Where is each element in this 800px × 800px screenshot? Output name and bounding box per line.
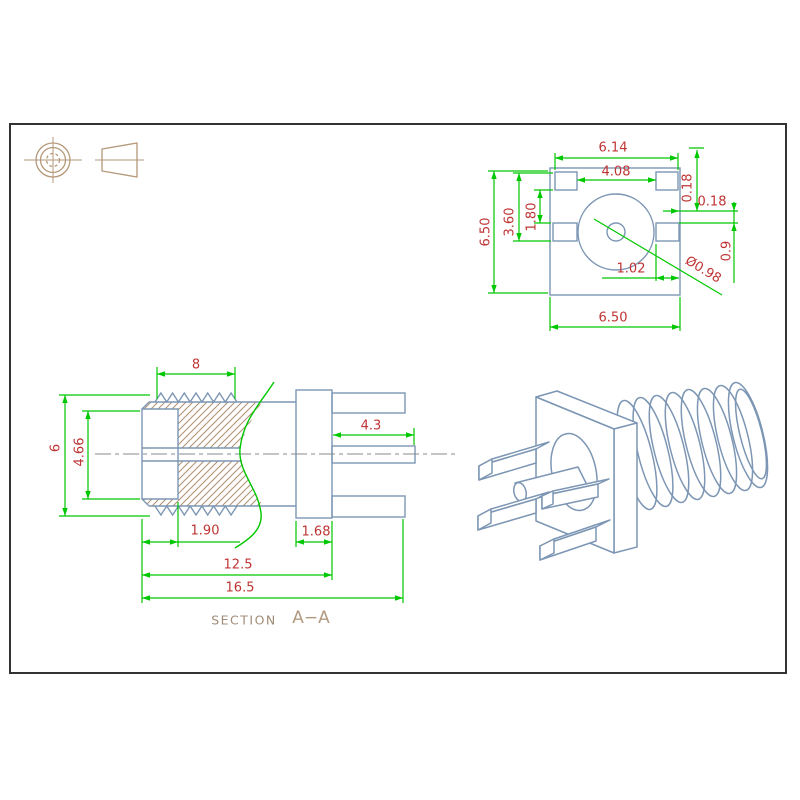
dim-pad-gap: 1.80 bbox=[524, 202, 540, 232]
border-frame bbox=[9, 123, 787, 674]
section-caption-id: A−A bbox=[292, 608, 330, 628]
top-view-drawing bbox=[488, 147, 738, 331]
solder-leg-middle-left bbox=[477, 491, 550, 531]
dim-top-margin: 0.18 bbox=[680, 173, 696, 203]
projection-symbol-front-view bbox=[24, 137, 82, 183]
section-caption-prefix: SECTION bbox=[211, 612, 277, 628]
section-hatching bbox=[143, 402, 263, 506]
dim-front-thickness: 1.90 bbox=[190, 523, 220, 539]
dim-outer-height: 6 bbox=[48, 443, 64, 453]
solder-leg-top bbox=[478, 441, 550, 481]
dim-inner-width: 4.08 bbox=[601, 164, 631, 180]
dim-right-margin: 0.18 bbox=[697, 194, 727, 210]
dim-pad-height: 0.9 bbox=[719, 240, 735, 262]
dim-body-length: 12.5 bbox=[223, 557, 253, 573]
isometric-view-drawing bbox=[477, 381, 769, 561]
section-dimension-lines bbox=[59, 367, 415, 603]
section-view-drawing bbox=[59, 367, 456, 603]
dim-top-width: 6.14 bbox=[598, 140, 628, 156]
section-dimension-arrows bbox=[62, 371, 415, 601]
section-break-line bbox=[234, 381, 275, 549]
solder-leg-middle-right bbox=[541, 478, 610, 510]
top-view-outline bbox=[549, 167, 681, 296]
dim-pin-length: 4.3 bbox=[360, 418, 382, 434]
dim-pad-span: 3.60 bbox=[502, 207, 518, 237]
dim-bottom-width: 6.50 bbox=[598, 310, 628, 326]
dim-thread-length: 8 bbox=[191, 357, 201, 373]
dim-flange-thickness: 1.68 bbox=[301, 524, 331, 540]
dim-hole-offset: 1.02 bbox=[616, 261, 646, 277]
projection-symbol-side-view bbox=[95, 142, 144, 178]
dim-overall-length: 16.5 bbox=[225, 580, 255, 596]
threaded-barrel bbox=[616, 381, 769, 511]
solder-leg-bottom bbox=[539, 519, 611, 561]
top-view-dimension-lines bbox=[488, 147, 738, 331]
dim-inner-height: 4.66 bbox=[72, 437, 88, 467]
dim-left-height: 6.50 bbox=[478, 217, 494, 247]
